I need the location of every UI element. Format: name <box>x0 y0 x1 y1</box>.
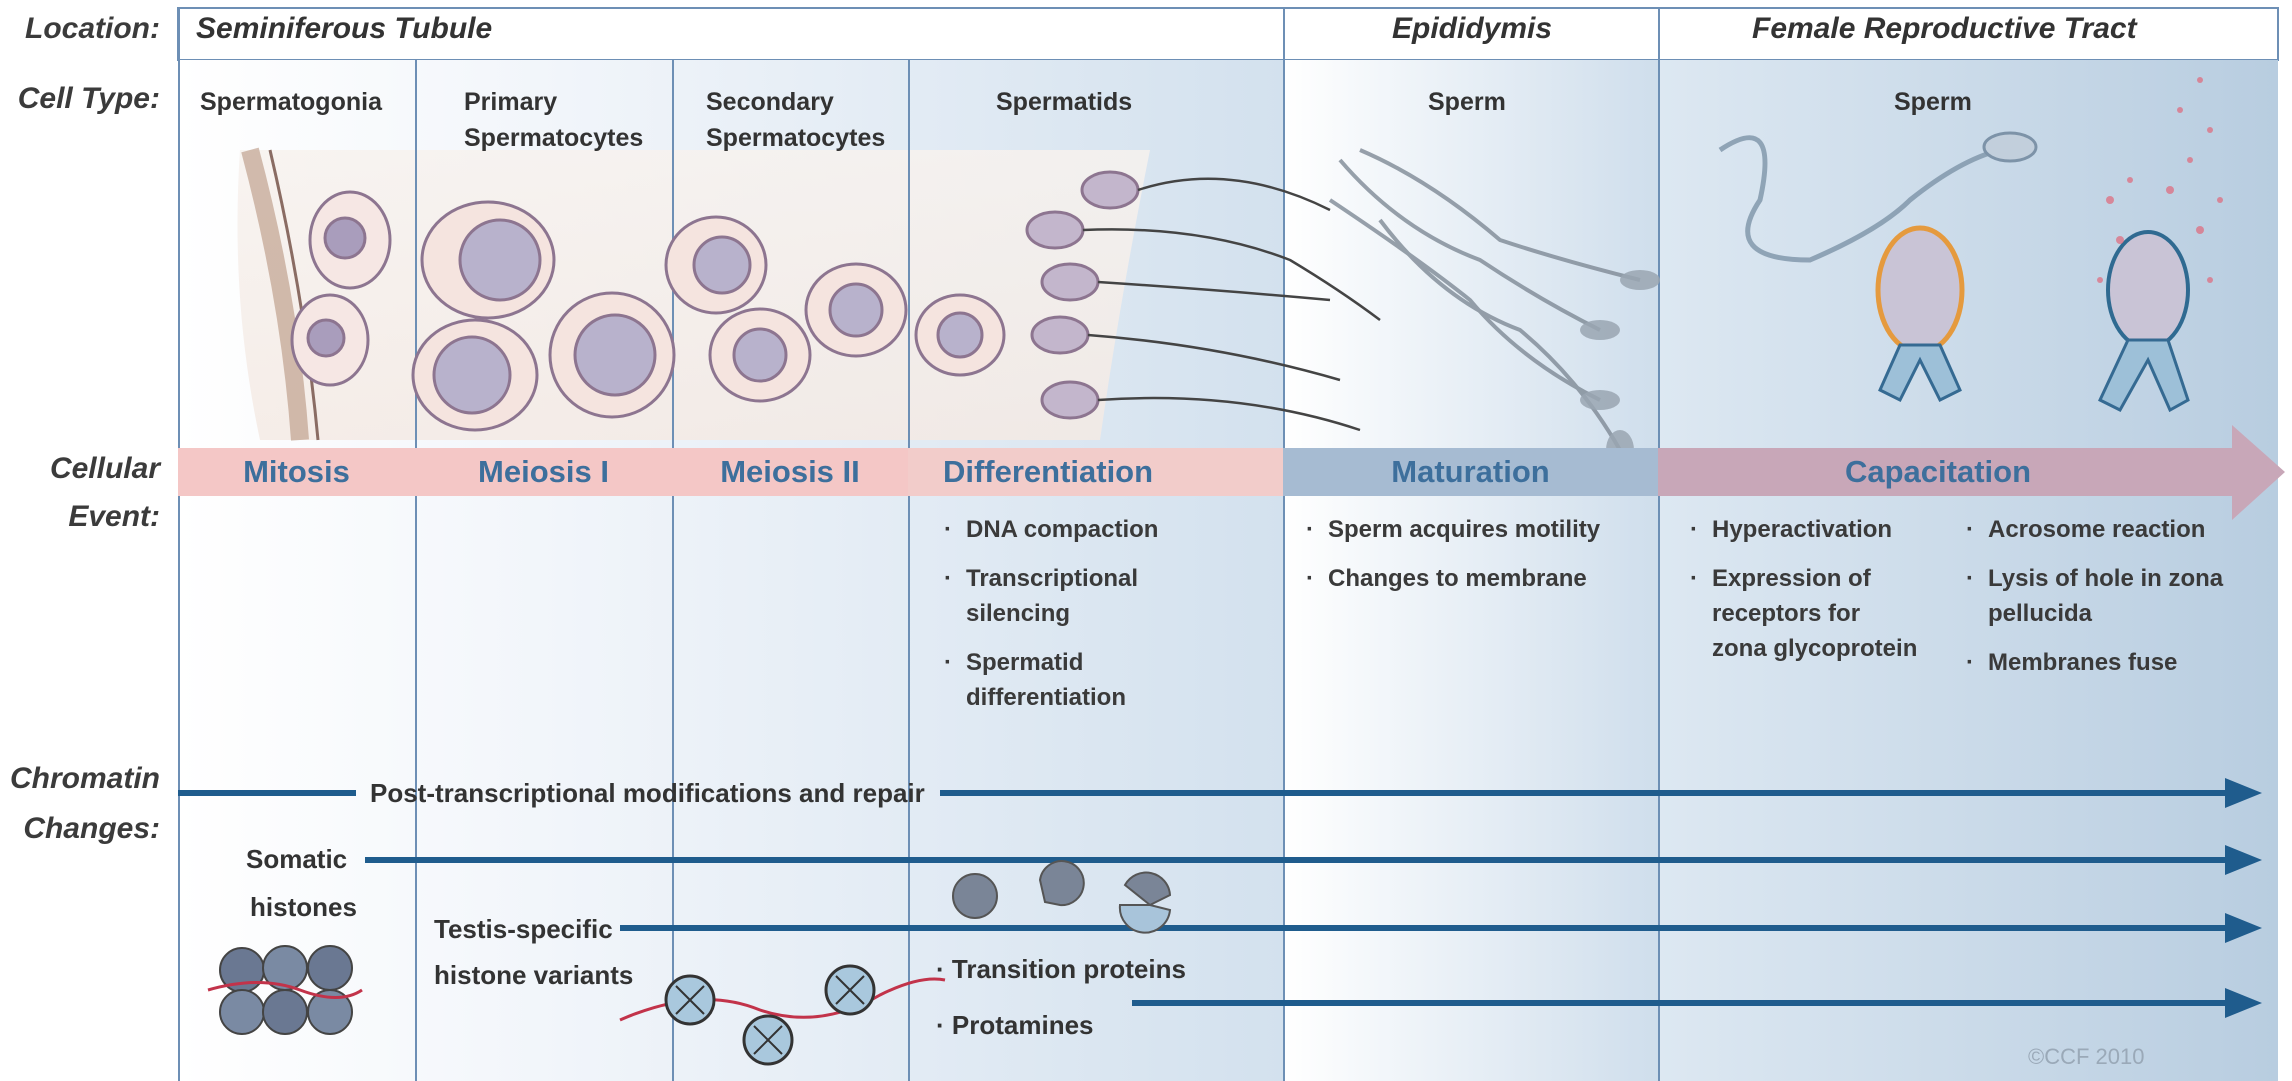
transition-proteins-label: · Transition proteins <box>936 950 1186 988</box>
arrowhead-2 <box>2225 845 2262 875</box>
protamines-text: Protamines <box>952 1010 1094 1040</box>
arrowhead-1 <box>2225 778 2262 808</box>
copyright: ©CCF 2010 <box>2028 1044 2144 1070</box>
somatic-histone-cluster <box>208 946 362 1034</box>
transition-proteins-text: Transition proteins <box>952 954 1186 984</box>
post-transcriptional-label: Post-transcriptional modifications and r… <box>370 774 925 812</box>
somatic-histones-line2: histones <box>250 888 357 926</box>
testis-specific-line1: Testis-specific <box>434 910 613 948</box>
somatic-histones-line1: Somatic <box>246 840 347 878</box>
transition-protein-shapes <box>953 861 1170 933</box>
arrowhead-3 <box>2225 913 2262 943</box>
arrowhead-4 <box>2225 988 2262 1018</box>
protamines-label: · Protamines <box>936 1006 1094 1044</box>
testis-histone-dna <box>620 966 945 1064</box>
testis-specific-line2: histone variants <box>434 956 633 994</box>
